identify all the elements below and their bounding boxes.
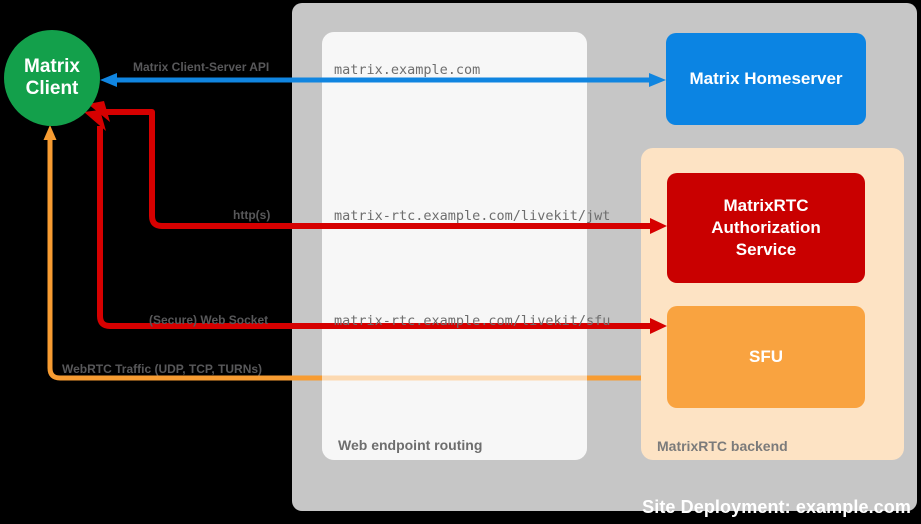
auth-label-line1: MatrixRTC (723, 195, 809, 215)
endpoint-label-matrix: matrix.example.com (334, 62, 481, 78)
sfu-label: SFU (749, 347, 783, 366)
edge-label-matrix-client-server-api: Matrix Client-Server API (133, 60, 270, 74)
edge-label-secure-web-socket: (Secure) Web Socket (149, 313, 269, 327)
web-endpoint-routing-title: Web endpoint routing (338, 437, 483, 453)
edge-label-webrtc-traffic: WebRTC Traffic (UDP, TCP, TURNs) (62, 362, 263, 376)
auth-label-line2: Authorization (711, 217, 821, 237)
node-matrix-homeserver[interactable]: Matrix Homeserver (666, 33, 866, 125)
node-matrix-client[interactable]: Matrix Client (4, 30, 100, 126)
routing-box-overlay (322, 32, 587, 460)
endpoint-label-jwt: matrix-rtc.example.com/livekit/jwt (334, 208, 611, 224)
node-sfu[interactable]: SFU (667, 306, 865, 408)
site-deployment-title: Site Deployment: example.com (642, 497, 911, 517)
matrix-client-label-line2: Client (25, 78, 79, 99)
matrixrtc-backend-title: MatrixRTC backend (657, 438, 788, 454)
node-matrixrtc-authorization-service[interactable]: MatrixRTC Authorization Service (667, 173, 865, 283)
edge-secure-web-socket (84, 110, 667, 334)
auth-label-line3: Service (735, 240, 797, 260)
endpoint-label-sfu: matrix-rtc.example.com/livekit/sfu (334, 313, 611, 329)
homeserver-label: Matrix Homeserver (689, 69, 843, 88)
matrix-client-label-line1: Matrix (24, 56, 80, 78)
edge-matrix-client-server-api (100, 73, 666, 87)
edge-label-https: http(s) (233, 208, 271, 222)
